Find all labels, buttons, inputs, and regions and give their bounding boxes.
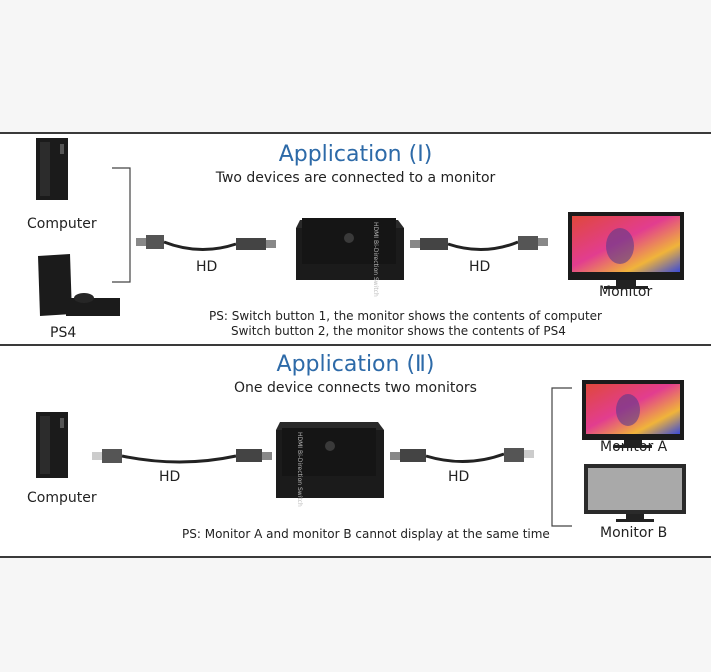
device-bracket — [112, 167, 131, 283]
panel-1-ps-line-2: Switch button 2, the monitor shows the c… — [231, 324, 566, 338]
monitor-icon — [568, 212, 684, 289]
ps4-console-icon — [38, 254, 120, 316]
hd-cable-label-left: HD — [196, 259, 218, 275]
computer-tower-icon — [36, 412, 68, 478]
application-panel-1: Application (Ⅰ) Two devices are connecte… — [0, 132, 711, 346]
computer-label: Computer — [27, 216, 97, 232]
panel-1-subtitle: Two devices are connected to a monitor — [215, 170, 496, 186]
monitor-b-icon — [584, 464, 686, 522]
hd-cable-label-right: HD — [469, 259, 491, 275]
monitor-a-icon — [582, 380, 684, 448]
switch-label: HDMI Bi-Direction Switch — [372, 222, 379, 297]
panel-2-title: Application (Ⅱ) — [276, 352, 435, 377]
monitor-b-label: Monitor B — [600, 525, 668, 541]
panel-2-subtitle: One device connects two monitors — [234, 380, 477, 396]
panel-2-illustration: HDMI Bi-Direction Switch — [36, 380, 686, 527]
hdmi-switch-box-icon: HDMI Bi-Direction Switch — [276, 422, 384, 507]
computer-tower-icon — [36, 138, 68, 200]
hd-cable-label-left: HD — [159, 469, 181, 485]
monitor-bracket — [551, 387, 572, 527]
monitor-a-label: Monitor A — [600, 439, 668, 455]
panel-1-illustration: HDMI Bi-Direction Switch — [36, 138, 684, 316]
hdmi-switch-box-icon: HDMI Bi-Direction Switch — [296, 218, 404, 297]
application-panel-2: Application (Ⅱ) One device connects two … — [0, 346, 711, 558]
computer-label: Computer — [27, 490, 97, 506]
hdmi-cable-right — [390, 448, 534, 464]
switch-label: HDMI Bi-Direction Switch — [296, 432, 303, 507]
hdmi-cable-left — [92, 449, 272, 464]
hd-cable-label-right: HD — [448, 469, 470, 485]
monitor-label: Monitor — [599, 284, 653, 300]
hdmi-cable-left — [136, 235, 276, 252]
hdmi-cable-right — [410, 236, 548, 252]
panel-1-title: Application (Ⅰ) — [278, 142, 433, 167]
ps4-label: PS4 — [50, 325, 77, 341]
panel-2-ps-line: PS: Monitor A and monitor B cannot displ… — [182, 527, 550, 541]
panel-1-ps-line-1: PS: Switch button 1, the monitor shows t… — [209, 309, 602, 323]
